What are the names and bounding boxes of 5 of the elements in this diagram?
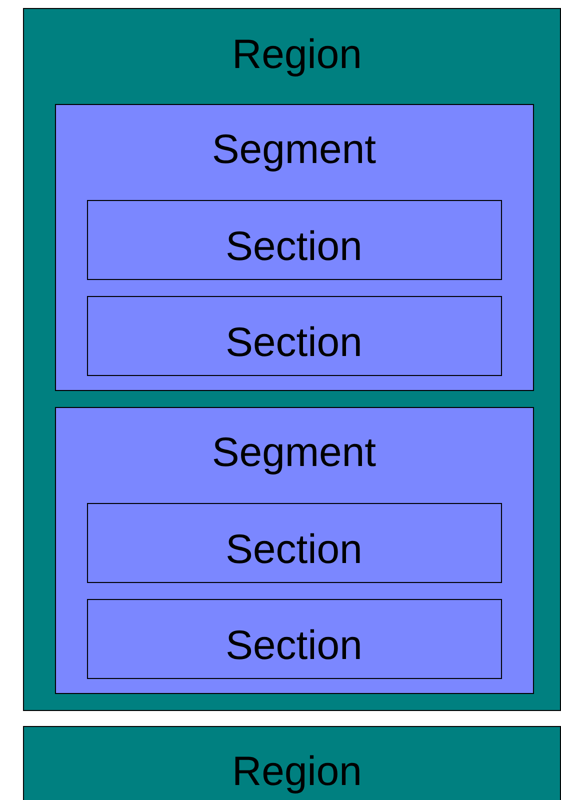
region-box: Region bbox=[23, 726, 561, 800]
section-box: Section bbox=[87, 296, 502, 376]
section-box: Section bbox=[87, 503, 502, 583]
section-box: Section bbox=[87, 599, 502, 679]
section-box: Section bbox=[87, 200, 502, 280]
